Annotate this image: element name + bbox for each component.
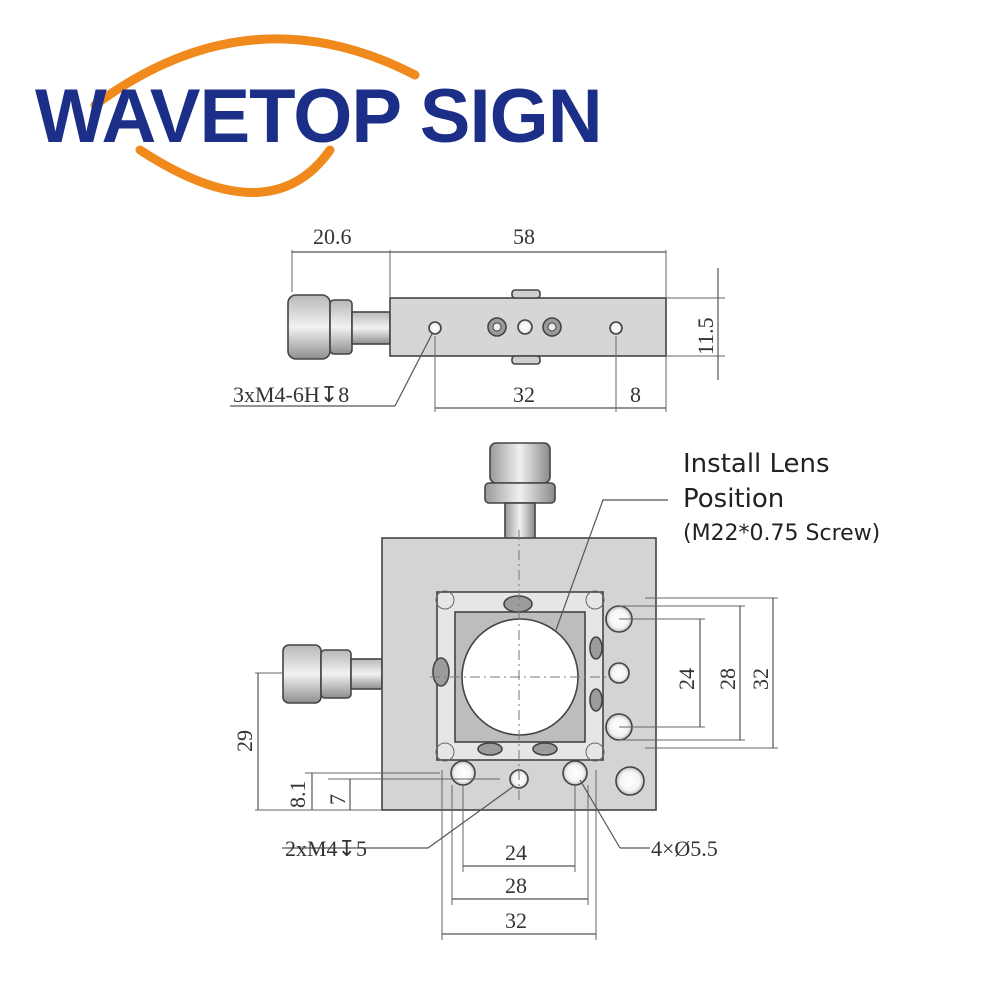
top-hole [428,321,442,335]
dim-8-1: 8.1 [285,781,310,809]
front-top-shaft [504,502,536,540]
dim-right-24: 24 [674,668,699,690]
top-bump-lower [511,355,541,365]
front-left-collar [320,649,352,699]
lens-note-leader [555,499,668,631]
brand-logo: WAVETOP SIGN [35,34,603,197]
plate-hole [450,760,476,786]
dim-58: 58 [513,224,535,249]
front-top-collar [484,482,556,504]
dim-right-32: 32 [748,668,773,690]
plate-hole [562,760,588,786]
logo-arc-bottom [135,145,335,197]
dim-29: 29 [232,730,257,752]
top-hole [609,321,623,335]
logo-arc-top [90,34,420,110]
top-knob-shaft [351,311,391,345]
logo-text: WAVETOP SIGN [35,74,602,159]
plate-hole [615,766,645,796]
dim-bottom-28: 28 [505,873,527,898]
dim-32-top: 32 [513,382,535,407]
front-view: 24 28 32 29 8.1 7 24 28 32 2xM4↧5 4×Ø5.5 [232,442,880,940]
lens-note-line2: Position [683,484,784,514]
callout-2xm4: 2xM4↧5 [285,836,367,861]
top-knob-collar [329,299,353,355]
lens-note-line1: Install Lens [683,449,830,479]
dim-20-6: 20.6 [313,224,352,249]
dim-bottom-32: 32 [505,908,527,933]
front-left-shaft [350,658,383,690]
callout-4x55: 4×Ø5.5 [651,836,718,861]
plate-hole [608,662,630,684]
front-top-knob [489,442,551,484]
dim-bottom-24: 24 [505,840,527,865]
dim-7: 7 [325,794,350,805]
lens-note-line3: (M22*0.75 Screw) [683,521,880,546]
dim-11-5: 11.5 [693,317,718,355]
callout-3xm4: 3xM4-6H↧8 [233,382,349,407]
top-knob [287,294,331,360]
dim-right-28: 28 [715,668,740,690]
dim-8: 8 [630,382,641,407]
top-view: 20.6 58 11.5 32 8 3xM4-6H↧8 [230,224,725,412]
top-hole [517,319,533,335]
front-left-knob [282,644,322,704]
top-bump-upper [511,289,541,299]
